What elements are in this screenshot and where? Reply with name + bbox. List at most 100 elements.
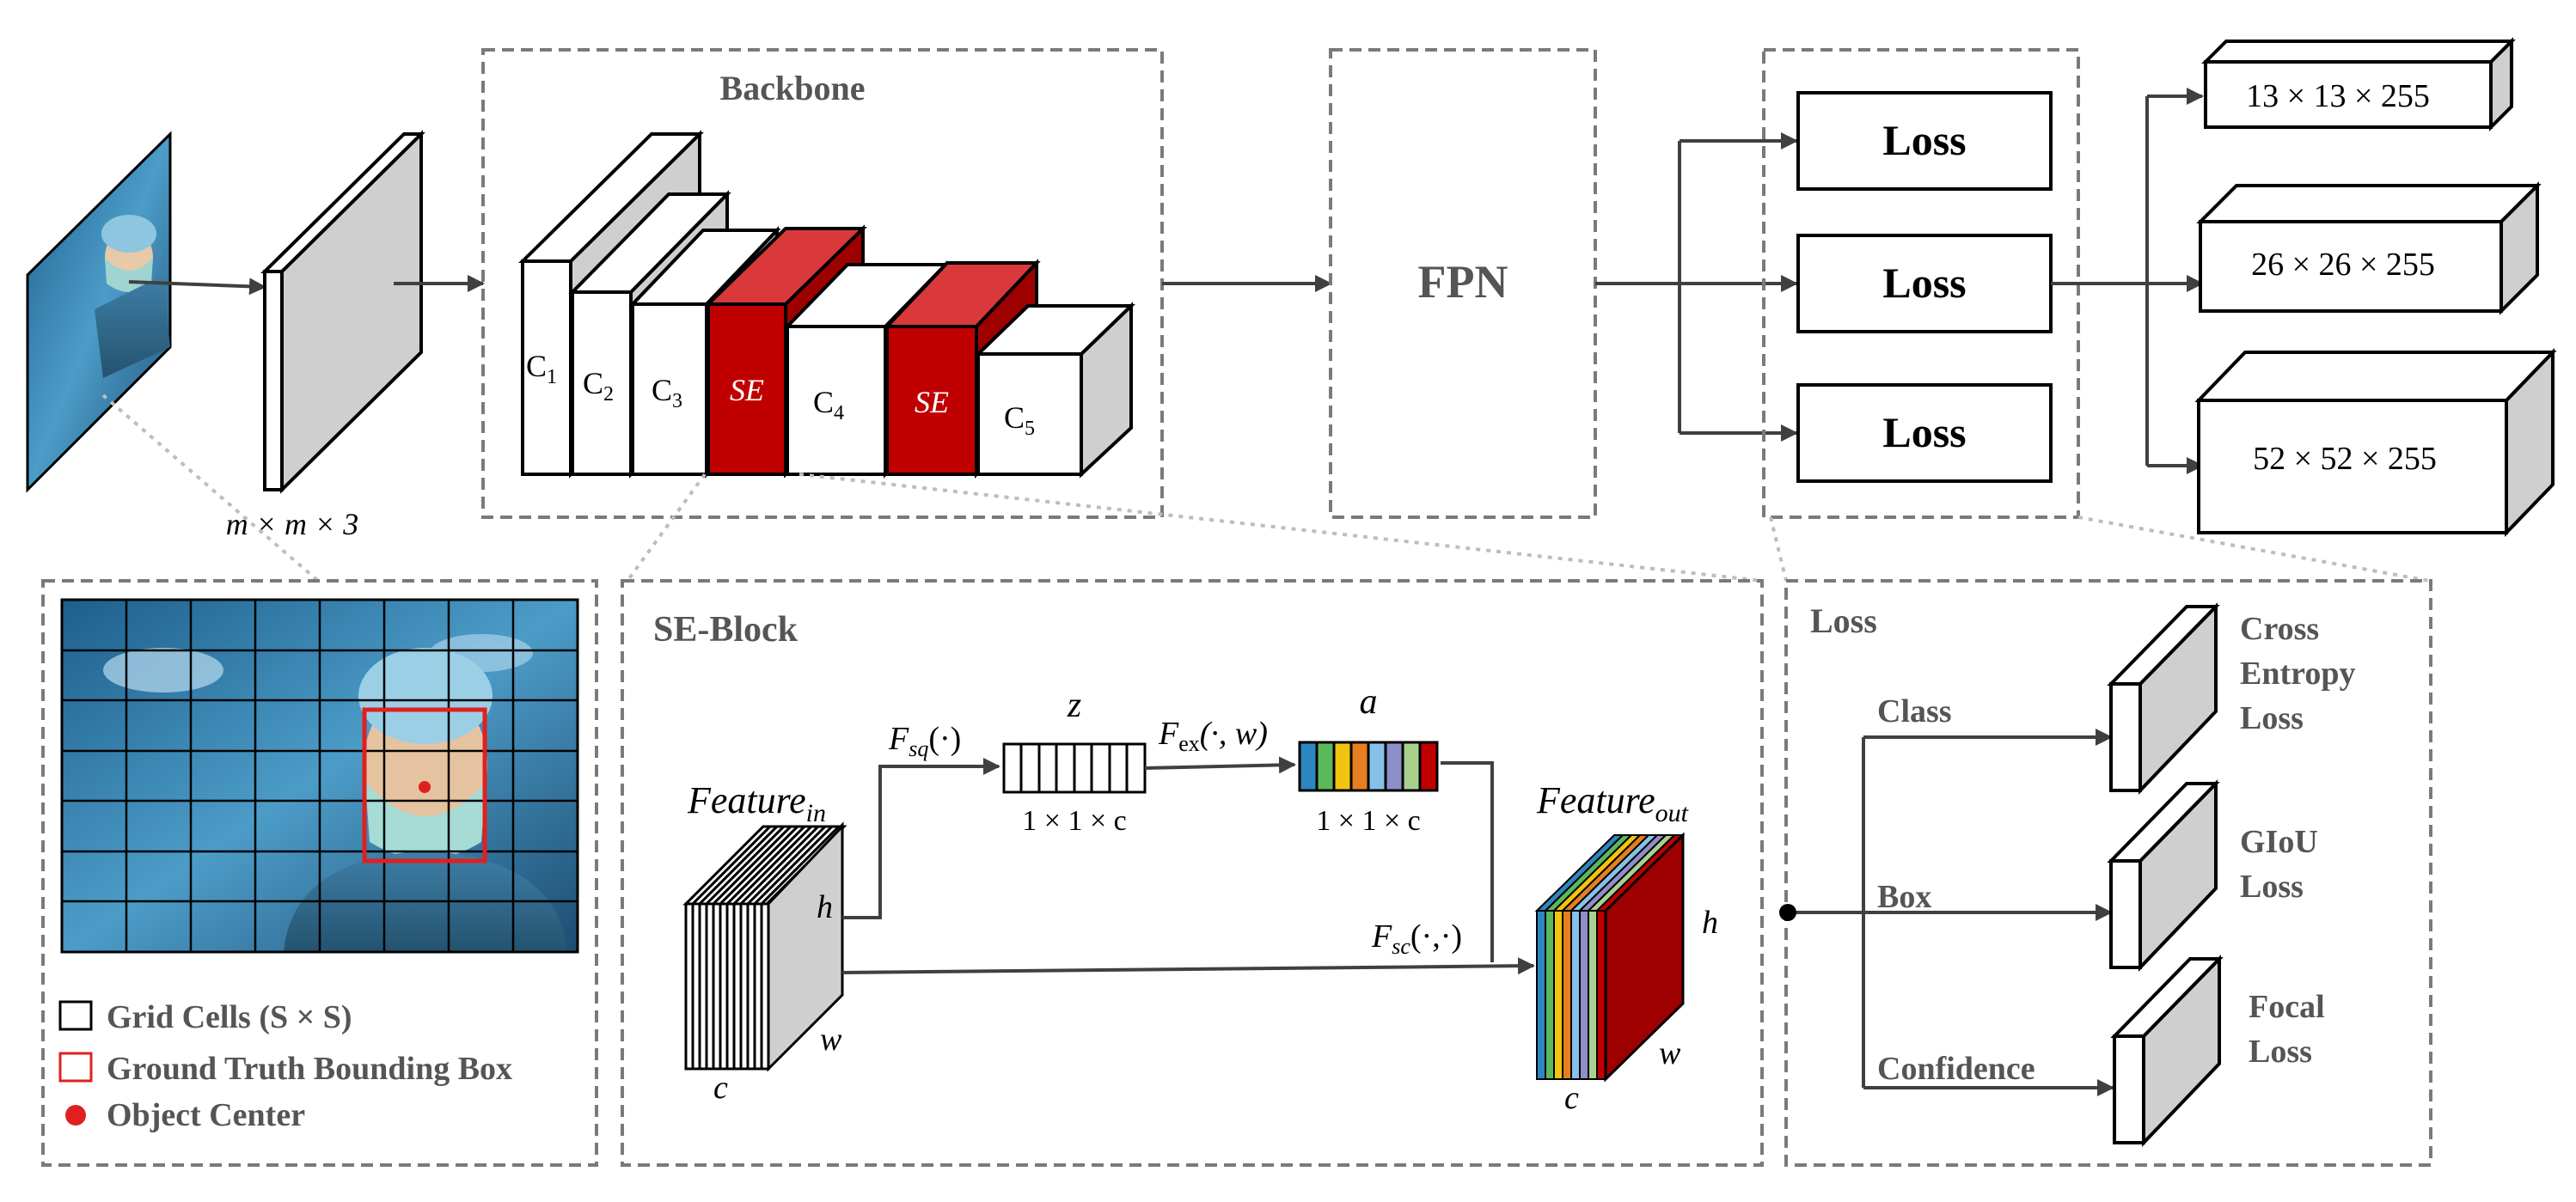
output-13 — [2204, 60, 2493, 129]
svg-text:Focal: Focal — [2249, 989, 2325, 1025]
loss-panel-title: Loss — [1810, 601, 1877, 640]
loss-head-1 — [1796, 91, 2053, 191]
svg-text:Entropy: Entropy — [2240, 656, 2355, 692]
loss-heads: Loss Loss Loss — [1796, 91, 2053, 483]
heads-to-outputs-arrows — [2051, 88, 2204, 474]
feature-in-stack — [682, 821, 847, 1072]
grid-legend: Grid Cells (S × S) Ground Truth Bounding… — [58, 999, 512, 1133]
svg-text:GIoU: GIoU — [2240, 824, 2318, 860]
attention-cell — [1349, 741, 1370, 792]
grid-image — [60, 598, 579, 954]
svg-text:Loss: Loss — [1882, 116, 1966, 164]
feature-in-w: w — [820, 1022, 842, 1058]
svg-text:SE: SE — [730, 373, 764, 407]
zoom-guides — [101, 394, 2430, 583]
branch-class: Class — [1877, 693, 1952, 729]
layer-se2 — [885, 325, 978, 476]
output-52-label: 52 × 52 × 255 — [2253, 441, 2437, 477]
input-dims-label: m × m × 3 — [226, 507, 359, 541]
layer-c4 — [786, 325, 887, 476]
svg-text:C4: C4 — [813, 385, 844, 424]
feature-out-slice — [1588, 910, 1598, 1080]
attention-cell — [1298, 741, 1319, 792]
object-center-dot — [419, 781, 431, 793]
attention-cell — [1418, 741, 1439, 792]
feature-in-c: c — [713, 1070, 728, 1106]
attention-cell — [1367, 741, 1387, 792]
input-feature-map — [260, 130, 425, 494]
feature-in-label: Featurein — [687, 779, 826, 827]
attention-cell — [1332, 741, 1353, 792]
loss-names: Cross Entropy Loss GIoU Loss Focal Loss — [2240, 611, 2355, 1070]
layer-c3 — [631, 302, 708, 476]
fpn-to-heads-arrows — [1595, 132, 1798, 442]
feature-out-slice — [1553, 910, 1563, 1080]
feature-out-slice — [1570, 910, 1581, 1080]
loss-branch-arrows — [1779, 729, 2114, 1096]
squeeze-arrow — [842, 758, 1000, 919]
svg-text:Loss: Loss — [2249, 1034, 2312, 1070]
feature-out-slice — [1545, 910, 1555, 1080]
branch-box: Box — [1877, 879, 1931, 915]
svg-text:Cross: Cross — [2240, 611, 2319, 647]
a-dims: 1 × 1 × c — [1316, 805, 1420, 837]
backbone-layers — [518, 130, 1135, 479]
output-tensors — [2194, 37, 2557, 537]
input-arrow — [128, 278, 266, 296]
output-26-label: 26 × 26 × 255 — [2251, 247, 2435, 283]
z-dims: 1 × 1 × c — [1022, 805, 1126, 837]
scale-arrows — [841, 761, 1535, 975]
svg-text:C5: C5 — [1004, 400, 1035, 440]
branch-confidence: Confidence — [1877, 1051, 2035, 1087]
attention-cell — [1401, 741, 1422, 792]
grid-panel-frame — [41, 579, 598, 1167]
layer-c5 — [976, 352, 1083, 476]
feature-out-stack — [1534, 832, 1686, 1083]
z-label: z — [1067, 686, 1081, 725]
se-block-title: SE-Block — [653, 610, 798, 650]
feature-out-label: Featureout — [1536, 779, 1689, 827]
loss-blocks — [2107, 602, 2224, 1147]
backbone-layer-labels: C1 C2 C3 SE C4 SE C5 — [526, 349, 1035, 440]
legend-object-center: Object Center — [107, 1097, 305, 1133]
excitation-arrow — [1144, 756, 1296, 774]
svg-text:C1: C1 — [526, 349, 557, 388]
svg-text:Loss: Loss — [2240, 700, 2304, 736]
loss-panel-frame — [1784, 579, 2432, 1167]
svg-text:C2: C2 — [583, 366, 614, 406]
output-52 — [2197, 399, 2508, 534]
attention-cell — [1384, 741, 1404, 792]
svg-text:C3: C3 — [652, 373, 682, 412]
feature-out-h: h — [1702, 905, 1718, 941]
f-sc-label: Fsc(·,·) — [1371, 918, 1462, 959]
layer-c2 — [571, 290, 633, 476]
f-ex-label: Fex(·, w) — [1158, 716, 1268, 756]
a-label: a — [1360, 682, 1378, 722]
feature-out-slice — [1562, 910, 1572, 1080]
feature-in-h: h — [817, 889, 833, 925]
legend-grid-cells: Grid Cells (S × S) — [107, 999, 352, 1035]
feature-out-w: w — [1659, 1035, 1681, 1071]
feature-out-c: c — [1564, 1080, 1579, 1116]
svg-text:Loss: Loss — [2240, 869, 2304, 905]
attention-cell — [1315, 741, 1336, 792]
legend-gt-box: Ground Truth Bounding Box — [107, 1051, 512, 1087]
z-vector — [1002, 742, 1147, 794]
backbone-title: Backbone — [720, 69, 866, 107]
f-sq-label: Fsq(·) — [888, 721, 961, 761]
layer-c1 — [521, 259, 572, 476]
input-image — [26, 131, 172, 493]
gt-bounding-box — [362, 707, 487, 863]
output-26 — [2199, 220, 2503, 313]
loss-head-3 — [1796, 383, 2053, 483]
attention-vector — [1298, 741, 1439, 792]
feature-out-slice — [1579, 910, 1589, 1080]
svg-text:Loss: Loss — [1882, 259, 1966, 307]
feature-out-side — [1604, 832, 1685, 1083]
feature-out-slice — [1536, 910, 1546, 1080]
svg-text:SE: SE — [915, 385, 949, 419]
svg-text:Loss: Loss — [1882, 408, 1966, 456]
output-13-label: 13 × 13 × 255 — [2246, 78, 2430, 114]
se-block-frame — [621, 579, 1764, 1167]
